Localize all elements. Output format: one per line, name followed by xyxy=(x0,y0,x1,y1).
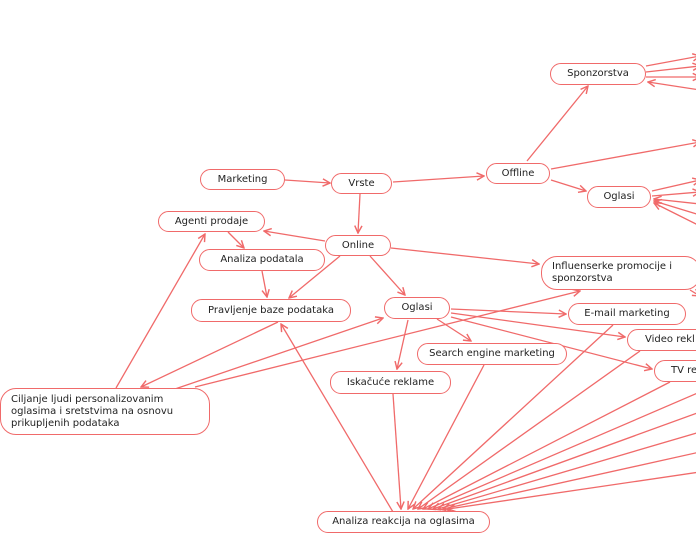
node-vrste[interactable]: Vrste xyxy=(331,173,392,194)
node-tv-reklame[interactable]: TV re xyxy=(654,360,696,382)
connector-infl-off xyxy=(689,290,696,296)
node-sponzorstva[interactable]: Sponzorstva xyxy=(550,63,646,85)
connector-ciljanje-agenti xyxy=(115,234,205,389)
connector-online-agenti xyxy=(264,231,326,242)
connector-layer xyxy=(115,0,696,513)
connector-oglasi-search xyxy=(436,318,471,341)
node-video-reklame[interactable]: Video rekl xyxy=(627,329,696,351)
connector-agenti-analiza xyxy=(227,231,244,248)
node-analiza-podatala[interactable]: Analiza podatala xyxy=(199,249,325,271)
node-marketing[interactable]: Marketing xyxy=(200,169,285,190)
node-offline[interactable]: Offline xyxy=(486,163,550,184)
node-search-engine[interactable]: Search engine marketing xyxy=(417,343,567,365)
connector-off2-analizareakcija xyxy=(433,412,696,509)
node-email-marketing[interactable]: E-mail marketing xyxy=(568,303,686,325)
connector-offline-oglasi xyxy=(550,179,586,191)
node-influenserke[interactable]: Influenserke promocije i sponzorstva xyxy=(541,256,696,290)
connector-sp-off1 xyxy=(645,56,696,67)
connector-ciljanje-oglasi xyxy=(174,318,383,390)
connector-vrste-online xyxy=(358,193,360,233)
connector-marketing xyxy=(284,180,330,183)
connector-oglasi-email xyxy=(450,308,566,314)
connector-off4-analizareakcija xyxy=(443,452,696,509)
connector-sp-in1 xyxy=(648,82,696,91)
connector-oglasi-video xyxy=(450,312,625,337)
connector-og-off2 xyxy=(651,192,696,196)
connector-analiza-pravljenje xyxy=(261,270,267,297)
node-iskacuce[interactable]: Iskačuće reklame xyxy=(330,371,451,394)
connector-video-analizareakcija xyxy=(418,350,641,509)
connector-online-influenserke xyxy=(390,247,539,264)
connector-offline-offscreen xyxy=(550,142,696,170)
connector-og-off1 xyxy=(651,180,696,192)
connector-off1-analizareakcija xyxy=(428,393,696,509)
node-pravljenje-baze[interactable]: Pravljenje baze podataka xyxy=(191,299,351,322)
node-analiza-reakcija[interactable]: Analiza reakcija na oglasima xyxy=(317,511,490,533)
node-online[interactable]: Online xyxy=(325,235,391,256)
connector-tv-analizareakcija xyxy=(423,381,671,509)
connector-online-oglasi xyxy=(369,255,405,295)
connector-online-pravljenje xyxy=(289,255,341,298)
connector-sp-off2 xyxy=(645,66,696,73)
connector-offline-sponzorstva xyxy=(526,86,588,162)
connector-iskacuce-analizareakcija xyxy=(392,393,401,509)
node-oglasi-offline[interactable]: Oglasi xyxy=(587,186,651,208)
node-agenti-prodaje[interactable]: Agenti prodaje xyxy=(158,211,265,232)
connector-off5-analizareakcija xyxy=(448,471,696,509)
node-ciljanje[interactable]: Ciljanje ljudi personalizovanim oglasima… xyxy=(0,388,210,435)
connector-og-in3 xyxy=(654,203,696,225)
connector-ciljanje-influenserke xyxy=(194,291,580,388)
connector-pravljenje-ciljanje xyxy=(141,321,279,387)
connector-email-analizareakcija xyxy=(413,324,614,509)
connector-oglasi-iskacuce xyxy=(397,319,409,369)
connector-pravljenje-analizareakcija xyxy=(281,324,394,513)
node-oglasi-online[interactable]: Oglasi xyxy=(384,297,450,319)
connector-vrste-offline xyxy=(392,176,484,183)
connector-off3-analizareakcija xyxy=(438,432,696,509)
connector-search-analizareakcija xyxy=(408,364,485,509)
